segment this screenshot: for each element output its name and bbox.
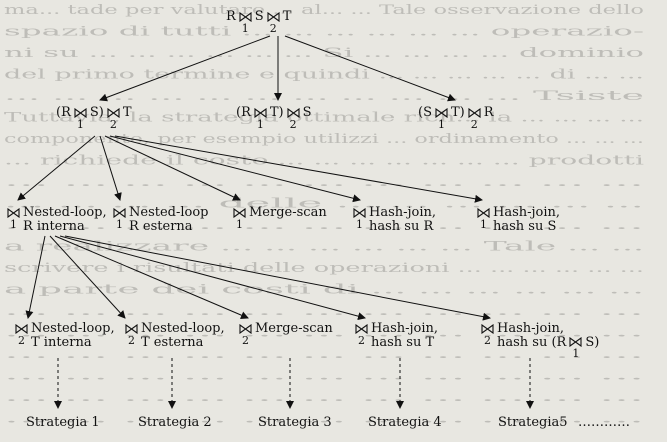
strategy-label-1: Strategia 1	[26, 415, 100, 430]
background-text-line: ... ... ... ... ... ... ... ... ... ... …	[4, 175, 644, 190]
background-text-line: scrivere i risultati delle operazioni ..…	[4, 261, 644, 276]
edge-m1-n3	[54, 235, 249, 319]
join-icon: 2	[266, 10, 281, 36]
edge-o1-m5	[114, 135, 483, 203]
strategy-label-4: Strategia 4	[368, 415, 442, 430]
background-text-line: ... ... ... ... ... ... ... ... ... ... …	[4, 89, 645, 104]
strategy-ellipsis: …………	[578, 415, 630, 430]
edge-root-order3	[284, 35, 456, 102]
method1-node-4: 1 Hash-join,hash su R	[350, 206, 436, 234]
background-text-line: ... richiede il costo ... ... ... ... ..…	[4, 154, 644, 169]
background-text-line: ... ... ... ... ... ... ... ... ... ... …	[4, 412, 644, 427]
background-text-line: ... ... ... ... ... ... ... ... ... ... …	[4, 390, 644, 405]
background-text-line: ... ... ... ... delle ... ... ... ... ..…	[4, 197, 644, 212]
join-icon: 2	[467, 106, 482, 132]
background-text-line: ... ... ... ... ... ... ... ... ... ... …	[4, 347, 644, 362]
join-icon: 2	[106, 106, 121, 132]
edge-o1-m4	[109, 135, 361, 203]
background-text-line: a realizzare ... ... ... ... ... ... Tal…	[4, 240, 644, 255]
background-text-line: ni su ... ... ... ... ... ... Si ... ...…	[4, 46, 644, 61]
strategy-label-3: Strategia 3	[258, 415, 332, 430]
method1-node-3: 1 Merge-scan	[230, 206, 327, 232]
edge-o1-m3	[104, 135, 241, 201]
background-text-line: ... ... ... ... ... ... ... ... ... ... …	[4, 369, 644, 384]
join-icon: 1	[253, 106, 268, 132]
join-icon: 1	[352, 206, 367, 232]
root-r: R	[226, 9, 236, 24]
method1-node-1: 1 Nested-loop,R interna	[4, 206, 107, 234]
join-icon: 1	[434, 106, 449, 132]
root-s: S	[254, 9, 264, 24]
edge-m1-n4	[59, 235, 366, 321]
method2-node-3: 2 Merge-scan	[236, 322, 333, 348]
edge-o1-m2	[99, 135, 122, 201]
join-icon: 1	[238, 10, 253, 36]
background-text-line: componente, per esempio utilizzi ... ord…	[4, 132, 644, 147]
background-text-line: del primo termine e quindi ... ... ... .…	[4, 68, 644, 83]
join-icon: 1	[476, 206, 491, 232]
order-node-3: (S 1 T) 2 R	[418, 105, 494, 132]
background-text-line: Tuttavia, la strategia ottimale rich... …	[4, 111, 644, 126]
root-t: T	[282, 9, 292, 24]
order-node-1: (R 1 S) 2 T	[56, 105, 132, 132]
join-icon: 2	[14, 322, 29, 348]
method2-node-5: 2 Hash-join, hash su (R 1 S)	[478, 322, 599, 361]
join-icon: 2	[354, 322, 369, 348]
join-icon: 2	[124, 322, 139, 348]
background-text-line: spazio di tutti ... ... ... ... ... ... …	[4, 25, 644, 40]
join-icon: 2	[480, 322, 495, 348]
background-text-line: a parte dei costi di ... ... ... ... ...…	[4, 283, 644, 298]
method1-node-5: 1 Hash-join,hash su S	[474, 206, 560, 234]
join-icon: 1	[73, 106, 88, 132]
background-text-line: ma... tade per valutare ... al... ... Ta…	[4, 3, 644, 18]
edge-m1-n5	[64, 235, 491, 321]
join-icon: 1	[232, 206, 247, 232]
edge-o1-m1	[17, 135, 96, 201]
join-icon: 2	[286, 106, 301, 132]
background-text-line: ... ... ... ... ... ... ... ... ... ... …	[4, 218, 644, 233]
order-node-2: (R 1 T) 2 S	[236, 105, 312, 132]
edge-m1-n1	[25, 235, 46, 319]
method2-node-4: 2 Hash-join,hash su T	[352, 322, 438, 350]
edge-root-order1	[99, 35, 271, 102]
strategy-label-2: Strategia 2	[138, 415, 212, 430]
join-icon: 1	[6, 206, 21, 232]
root-expression: R 1 S 2 T	[226, 10, 291, 36]
strategy-label-5: Strategia5	[498, 415, 568, 430]
edge-m1-n2	[49, 235, 126, 319]
join-icon: 2	[238, 322, 253, 348]
method2-node-2: 2 Nested-loop,T esterna	[122, 322, 225, 350]
background-text-line: ... ... ... ... ... ... ... ... ... ... …	[4, 326, 644, 341]
join-icon: 1	[568, 335, 583, 361]
join-icon: 1	[112, 206, 127, 232]
method2-node-1: 2 Nested-loop,T interna	[12, 322, 115, 350]
